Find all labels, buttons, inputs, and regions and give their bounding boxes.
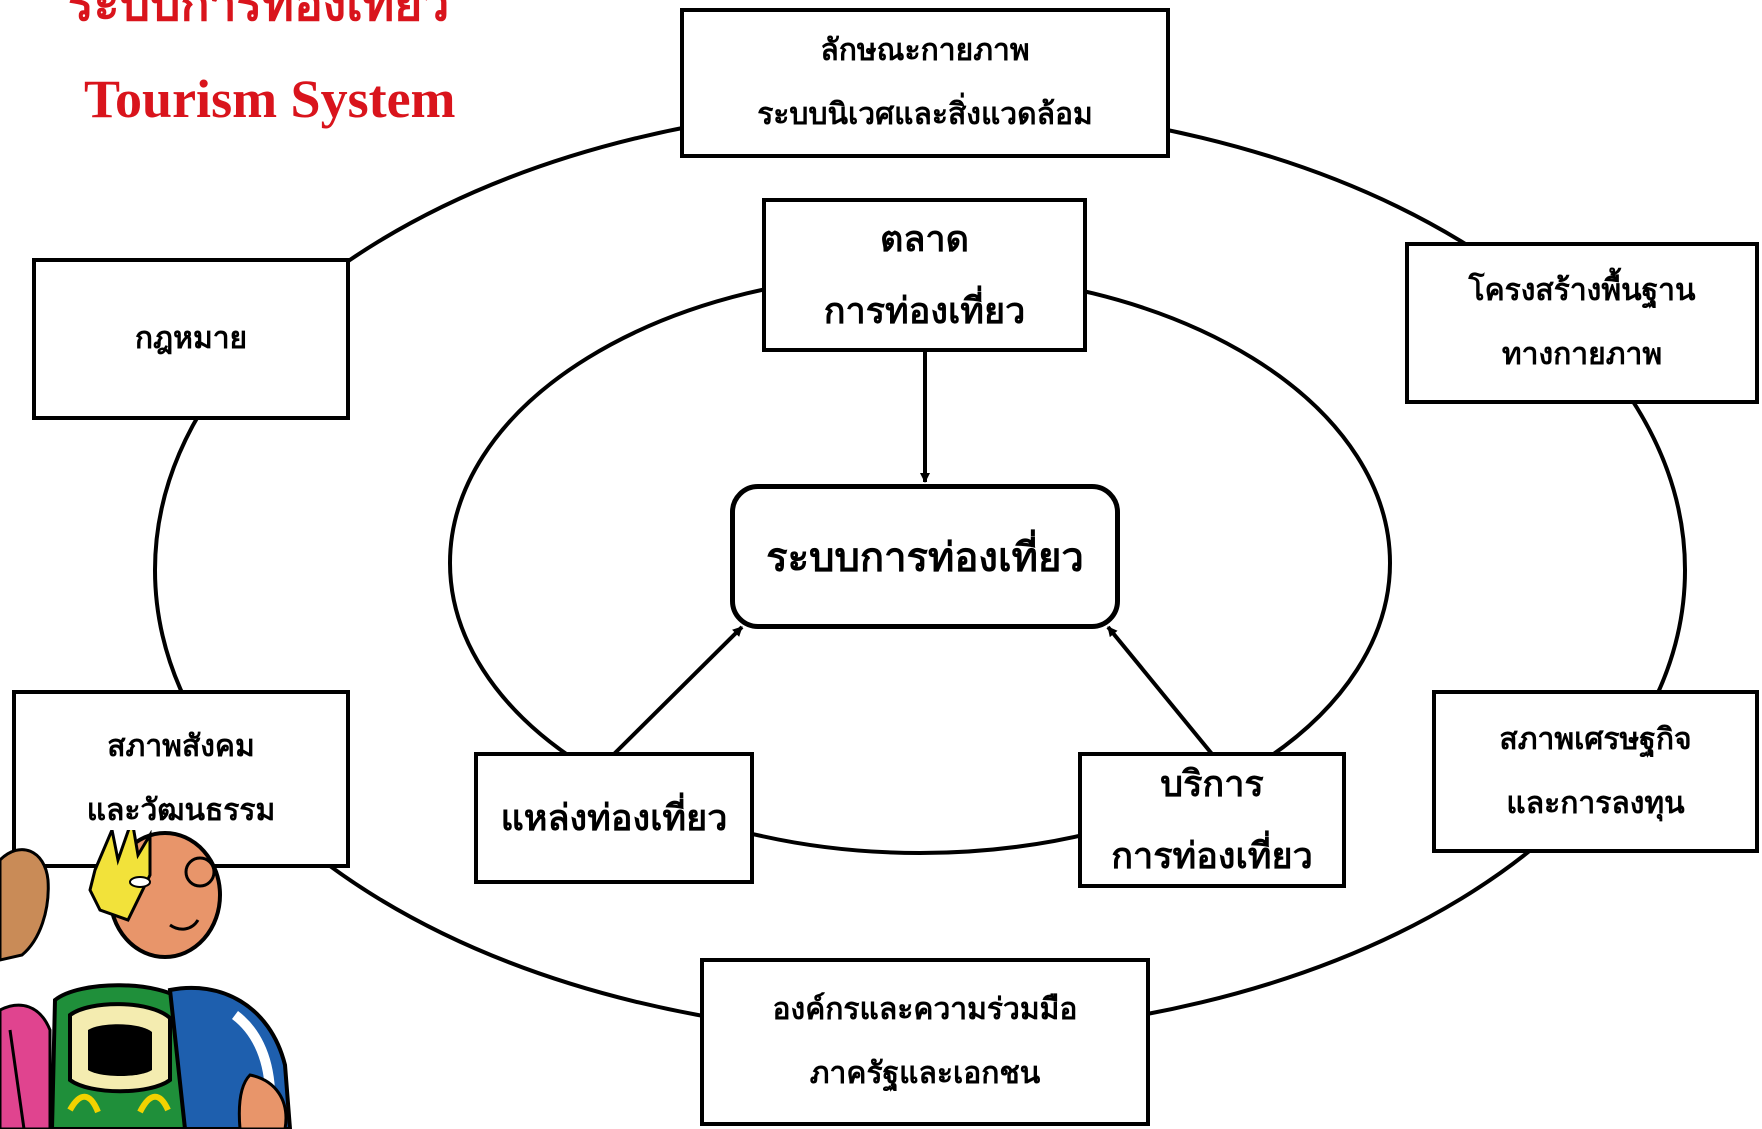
center-tourism-system: ระบบการท่องเที่ยว xyxy=(730,484,1120,629)
box-tourism-services: บริการ การท่องเที่ยว xyxy=(1078,752,1346,888)
box-law-line-1: กฎหมาย xyxy=(134,321,248,356)
box-physical-line-1: ลักษณะกายภาพ xyxy=(820,33,1030,68)
box-organizations-line-1: องค์กรและความร่วมมือ xyxy=(772,992,1078,1027)
arrow-attractions-to-center xyxy=(612,625,744,756)
center-label: ระบบการท่องเที่ยว xyxy=(766,533,1084,581)
travelers-cartoon-icon xyxy=(0,830,293,1129)
box-economy-investment: สภาพเศรษฐกิจ และการลงทุน xyxy=(1432,690,1759,853)
box-market-line-2: การท่องเที่ยว xyxy=(823,290,1026,332)
box-tourism-market: ตลาด การท่องเที่ยว xyxy=(762,198,1087,352)
box-physical-environment: ลักษณะกายภาพ ระบบนิเวศและสิ่งแวดล้อม xyxy=(680,8,1170,158)
box-economic-line-2: และการลงทุน xyxy=(1506,785,1685,821)
box-attractions: แหล่งท่องเที่ยว xyxy=(474,752,754,884)
box-infrastructure: โครงสร้างพื้นฐาน ทางกายภาพ xyxy=(1405,242,1759,404)
box-law: กฎหมาย xyxy=(32,258,350,420)
box-infrastructure-line-1: โครงสร้างพื้นฐาน xyxy=(1468,273,1696,308)
title-english: Tourism System xyxy=(84,69,456,129)
box-social-line-2: และวัฒนธรรม xyxy=(86,793,276,828)
box-services-line-1: บริการ xyxy=(1160,763,1264,805)
box-services-line-2: การท่องเที่ยว xyxy=(1111,835,1313,877)
arrow-services-to-center xyxy=(1106,625,1214,756)
box-attractions-line-1: แหล่งท่องเที่ยว xyxy=(500,797,728,839)
box-economic-line-1: สภาพเศรษฐกิจ xyxy=(1499,721,1692,757)
box-infrastructure-line-2: ทางกายภาพ xyxy=(1501,337,1663,372)
box-market-line-1: ตลาด xyxy=(879,218,970,260)
box-organizations: องค์กรและความร่วมมือ ภาครัฐและเอกชน xyxy=(700,958,1150,1126)
box-physical-line-2: ระบบนิเวศและสิ่งแวดล้อม xyxy=(757,97,1093,132)
title-thai: ระบบการท่องเที่ยว xyxy=(68,0,450,32)
box-organizations-line-2: ภาครัฐและเอกชน xyxy=(809,1056,1041,1091)
box-social-line-1: สภาพสังคม xyxy=(107,729,255,764)
